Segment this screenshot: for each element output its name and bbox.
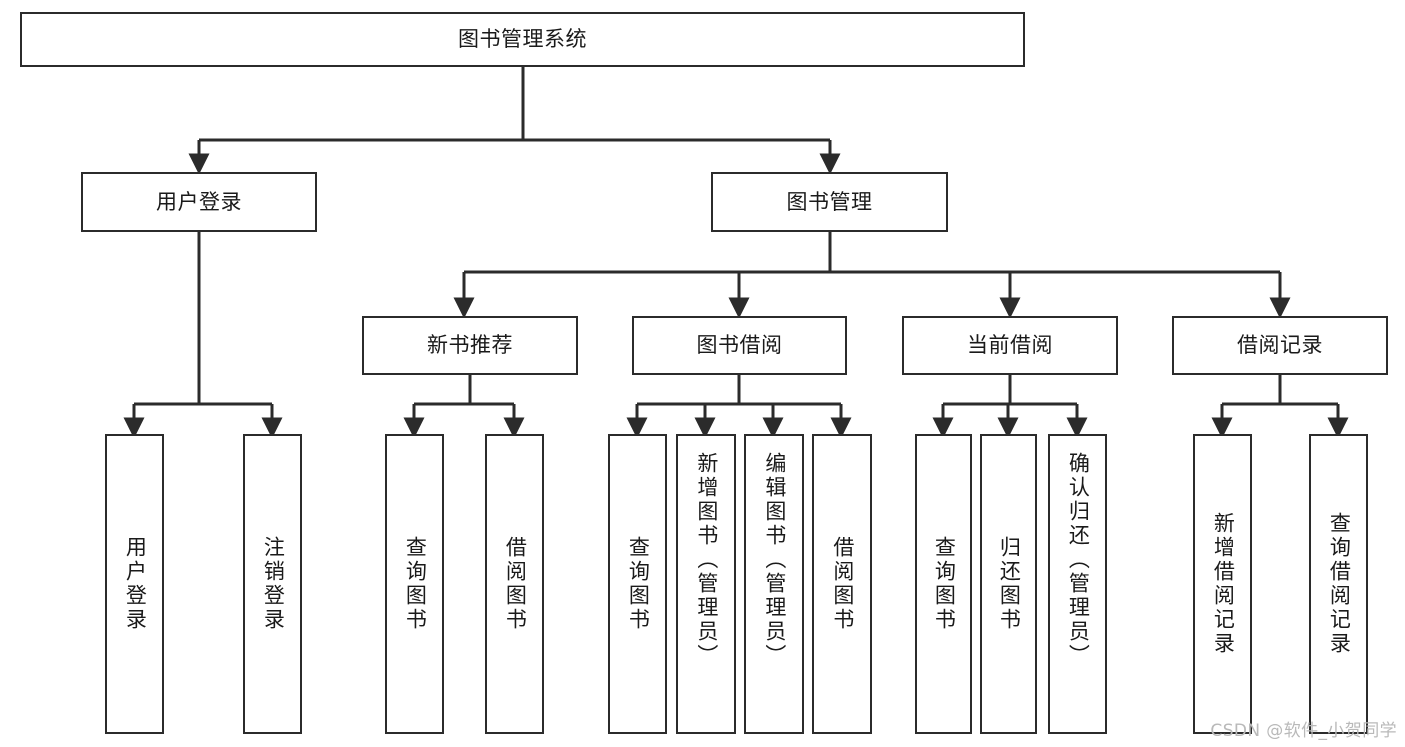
node-label: 借阅图书: [830, 536, 855, 632]
node-label: 确认归还（管理员）: [1066, 452, 1091, 668]
node-label: 新增图书（管理员）: [694, 452, 719, 668]
node-book-management[interactable]: 图书管理: [711, 172, 948, 232]
node-label: 图书管理系统: [458, 27, 587, 52]
node-leaf-logout[interactable]: 注销登录: [243, 434, 302, 734]
node-label: 注销登录: [261, 536, 286, 632]
node-current-borrow[interactable]: 当前借阅: [902, 316, 1118, 375]
node-label: 查询图书: [932, 536, 957, 632]
node-leaf-confirm-return-admin[interactable]: 确认归还（管理员）: [1048, 434, 1107, 734]
node-leaf-add-book-admin[interactable]: 新增图书（管理员）: [676, 434, 736, 734]
node-label: 图书借阅: [696, 333, 783, 358]
node-leaf-edit-book-admin[interactable]: 编辑图书（管理员）: [744, 434, 804, 734]
node-label: 查询图书: [626, 536, 651, 632]
node-label: 借阅记录: [1237, 333, 1323, 358]
csdn-watermark: CSDN @软件_小贺同学: [1210, 721, 1397, 741]
node-label: 新书推荐: [427, 333, 513, 358]
node-leaf-return-book[interactable]: 归还图书: [980, 434, 1037, 734]
node-label: 新增借阅记录: [1211, 512, 1236, 656]
node-new-book-recommend[interactable]: 新书推荐: [362, 316, 578, 375]
node-book-borrow[interactable]: 图书借阅: [632, 316, 847, 375]
node-label: 归还图书: [997, 536, 1022, 632]
node-label: 用户登录: [123, 536, 148, 632]
node-label: 编辑图书（管理员）: [762, 452, 787, 668]
node-label: 借阅图书: [503, 536, 528, 632]
node-label: 查询图书: [403, 536, 428, 632]
node-leaf-query-borrow-record[interactable]: 查询借阅记录: [1309, 434, 1368, 734]
node-leaf-borrow-book[interactable]: 借阅图书: [812, 434, 872, 734]
node-root-book-management-system[interactable]: 图书管理系统: [20, 12, 1025, 67]
node-leaf-query-book-recommend[interactable]: 查询图书: [385, 434, 444, 734]
node-label: 用户登录: [156, 189, 242, 214]
node-label: 图书管理: [786, 189, 873, 214]
node-leaf-add-borrow-record[interactable]: 新增借阅记录: [1193, 434, 1252, 734]
node-leaf-borrow-book-recommend[interactable]: 借阅图书: [485, 434, 544, 734]
node-leaf-query-book-borrow[interactable]: 查询图书: [608, 434, 667, 734]
node-user-login[interactable]: 用户登录: [81, 172, 317, 232]
node-leaf-query-book-current[interactable]: 查询图书: [915, 434, 972, 734]
node-label: 查询借阅记录: [1327, 512, 1352, 656]
node-borrow-record[interactable]: 借阅记录: [1172, 316, 1388, 375]
node-label: 当前借阅: [967, 333, 1053, 358]
node-leaf-user-login[interactable]: 用户登录: [105, 434, 164, 734]
